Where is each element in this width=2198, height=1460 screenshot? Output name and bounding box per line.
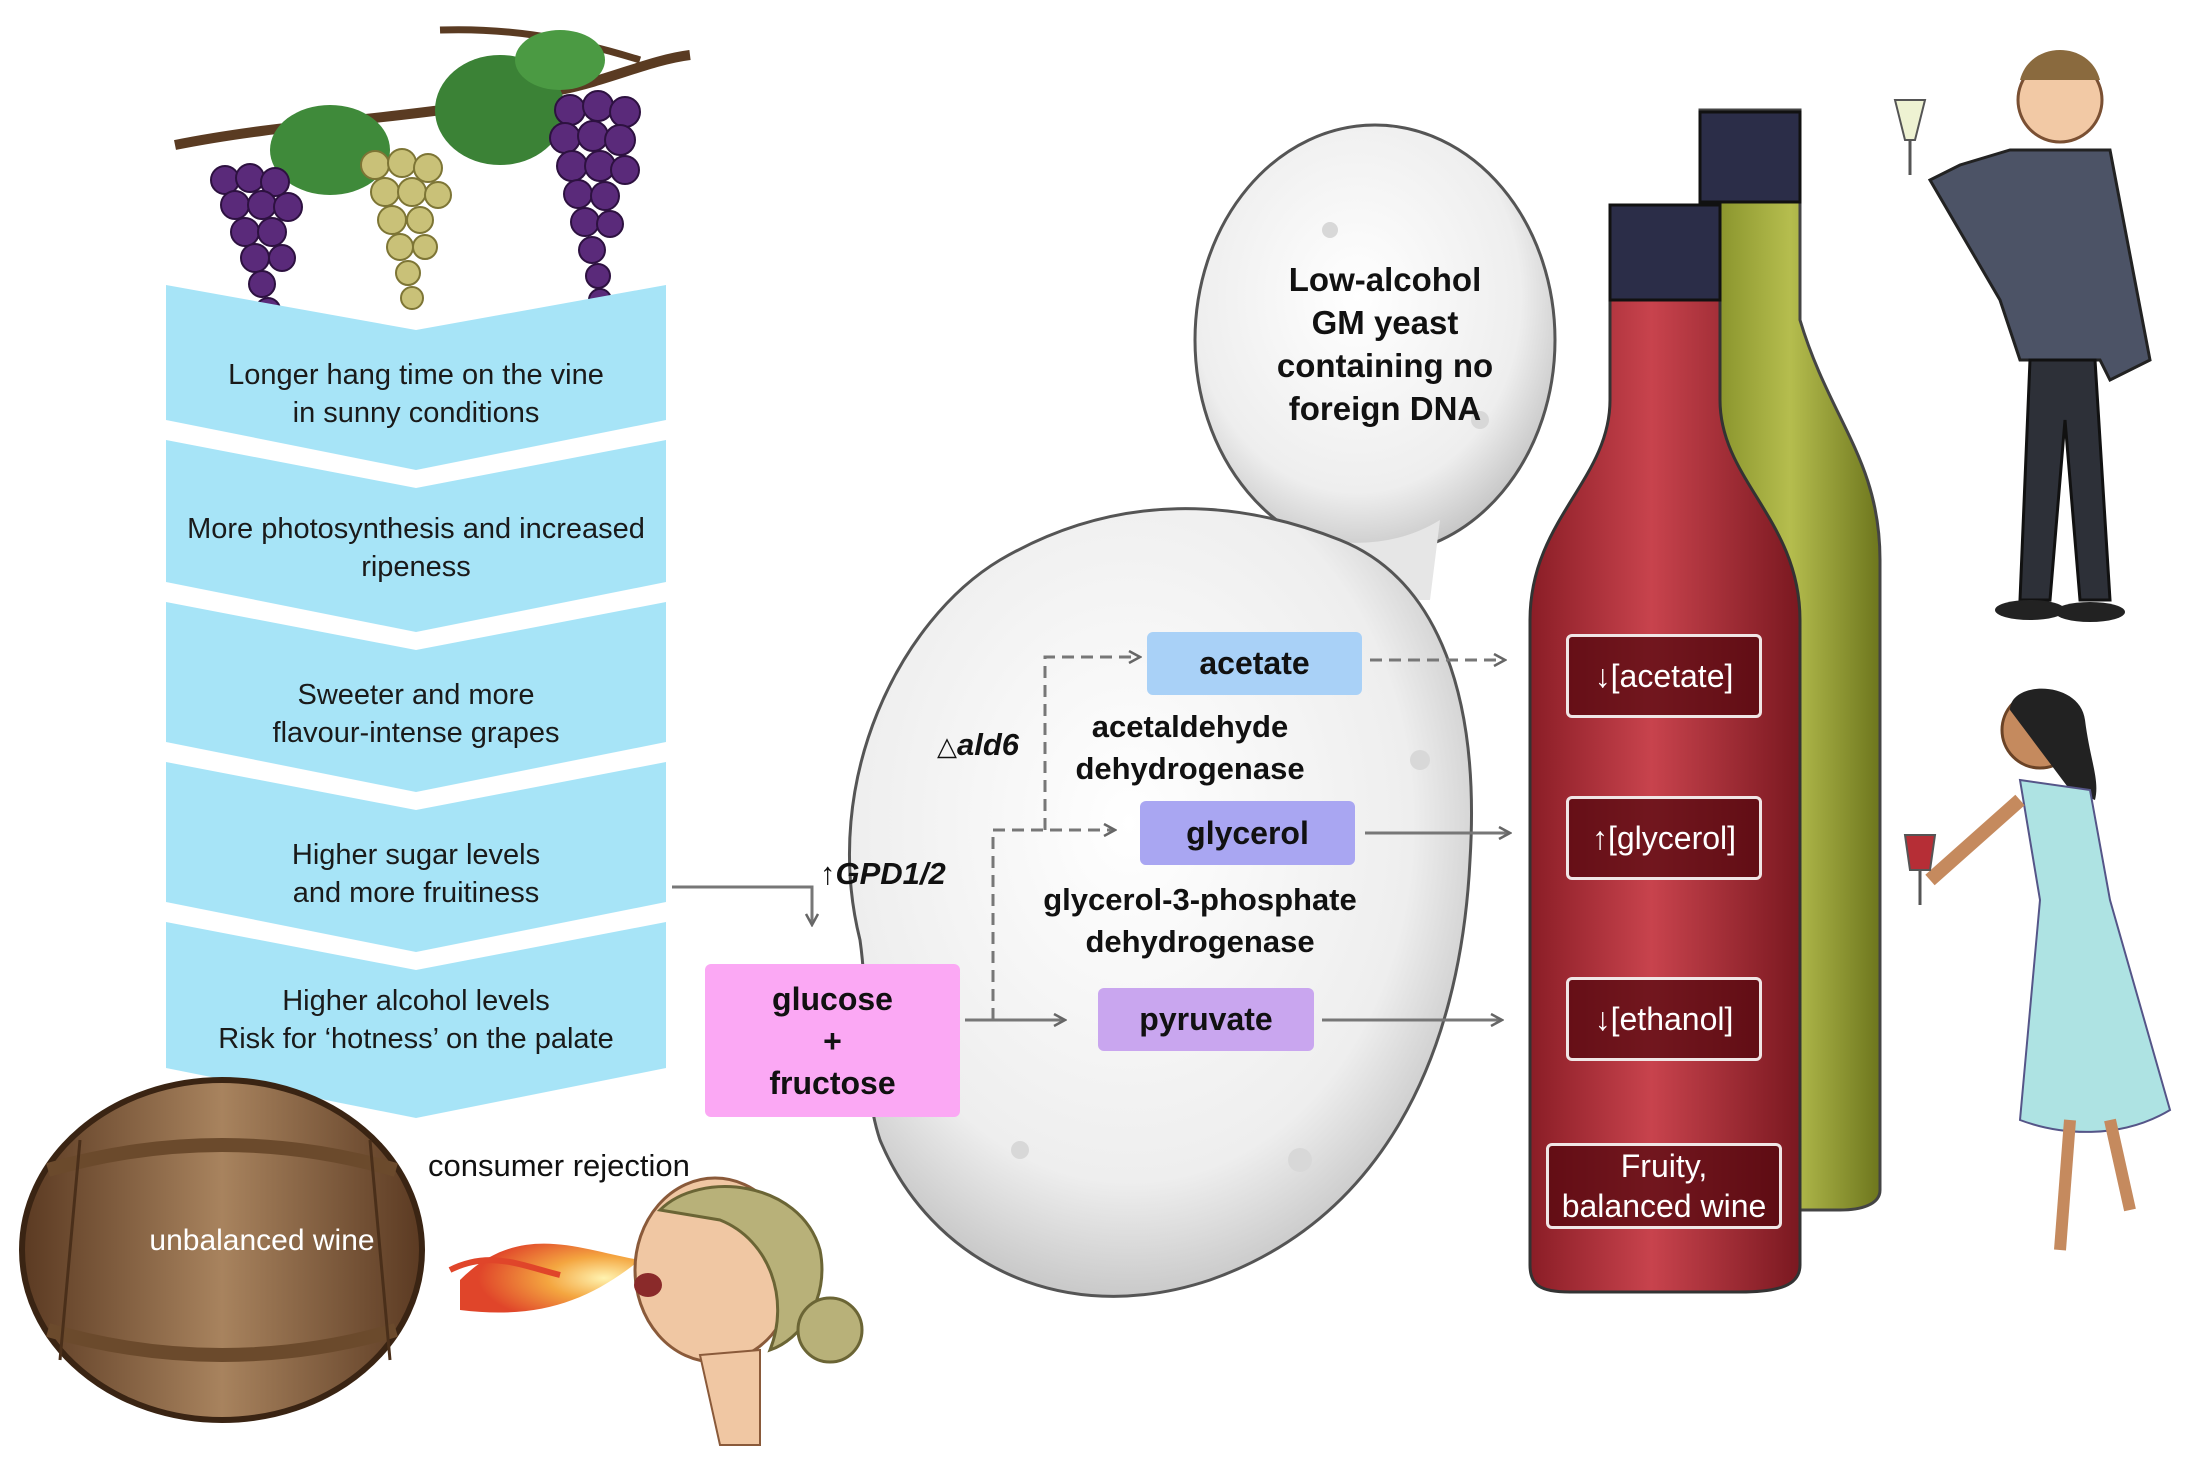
- step-4-text: Higher sugar levels and more fruitiness: [166, 836, 666, 912]
- yeast-label-line-4: foreign DNA: [1288, 390, 1482, 427]
- chevron-step-2: [166, 440, 666, 632]
- step-3-text: Sweeter and more flavour-intense grapes: [166, 676, 666, 752]
- gpd-text: GPD1/2: [835, 856, 946, 891]
- step-2-line-1: More photosynthesis and increased: [187, 513, 645, 545]
- fructose-label: fructose: [769, 1064, 896, 1101]
- yeast-label-line-3: containing no: [1276, 347, 1494, 384]
- green-grape-bunch: [360, 148, 452, 310]
- grapevine-illustration: [174, 26, 691, 323]
- flow-to-cell-arrow: [672, 885, 812, 925]
- step-1-text: Longer hang time on the vine in sunny co…: [166, 356, 666, 432]
- chevron-step-1: [166, 285, 666, 470]
- fruity-balanced-wine-label: Fruity, balanced wine: [1546, 1143, 1782, 1229]
- g3pdh-line-2: dehydrogenase: [1085, 924, 1315, 959]
- man-with-wine-glass: [1893, 50, 2152, 622]
- purple-grape-bunch-left: [210, 163, 303, 323]
- gpd-gene-label: ↑GPD1/2: [820, 856, 946, 892]
- result-line-1: Fruity,: [1620, 1148, 1708, 1184]
- step-5-text: Higher alcohol levels Risk for ‘hotness’…: [166, 982, 666, 1058]
- glucose-label: glucose: [772, 980, 893, 1017]
- step-5-line-2: Risk for ‘hotness’ on the palate: [218, 1023, 614, 1055]
- yeast-label-line-1: Low-alcohol: [1288, 261, 1482, 298]
- purple-grape-bunch-right: [549, 90, 641, 312]
- chevron-step-4: [166, 762, 666, 952]
- yeast-label-line-2: GM yeast: [1311, 304, 1459, 341]
- step-4-line-1: Higher sugar levels: [291, 839, 541, 871]
- result-line-2: balanced wine: [1561, 1188, 1767, 1224]
- step-4-line-2: and more fruitiness: [292, 877, 540, 909]
- step-5-line-1: Higher alcohol levels: [282, 985, 550, 1017]
- step-2-text: More photosynthesis and increased ripene…: [166, 510, 666, 586]
- acetaldehyde-line-2: dehydrogenase: [1075, 751, 1305, 786]
- glycerol-box: glycerol: [1140, 801, 1355, 865]
- acetate-decrease-label: ↓[acetate]: [1566, 634, 1762, 718]
- woman-with-wine-glass: [1903, 688, 2172, 1251]
- consumer-rejection-illustration: [448, 1176, 864, 1446]
- barrel-label: unbalanced wine: [149, 1224, 375, 1257]
- chevron-flow: [166, 285, 666, 1118]
- acetaldehyde-line-1: acetaldehyde: [1091, 709, 1289, 744]
- branch-to-acetate-arrow: [1043, 657, 1140, 830]
- delta-symbol: △: [937, 731, 957, 761]
- chevron-step-5: [166, 922, 666, 1118]
- step-1-line-2: in sunny conditions: [292, 397, 540, 429]
- chevron-step-3: [166, 602, 666, 792]
- ethanol-decrease-label: ↓[ethanol]: [1566, 977, 1762, 1061]
- yeast-label: Low-alcohol GM yeast containing no forei…: [1235, 258, 1535, 430]
- ald6-gene-label: △ald6: [937, 727, 1019, 763]
- yeast-cell: [847, 123, 1557, 1298]
- pyruvate-box: pyruvate: [1098, 988, 1314, 1051]
- plus-label: +: [823, 1022, 842, 1059]
- glycerol-increase-label: ↑[glycerol]: [1566, 796, 1762, 880]
- step-3-line-2: flavour-intense grapes: [272, 717, 560, 749]
- step-2-line-2: ripeness: [361, 551, 471, 583]
- acetaldehyde-dehydrogenase-label: acetaldehyde dehydrogenase: [1040, 706, 1340, 790]
- acetate-box: acetate: [1147, 632, 1362, 695]
- substrate-to-glycerol-arrow: [991, 830, 1115, 1020]
- glucose-fructose-box: glucose + fructose: [705, 964, 960, 1117]
- barrel-illustration: [19, 1077, 425, 1423]
- up-arrow-symbol: ↑: [820, 856, 836, 891]
- glycerol-3-phosphate-dehydrogenase-label: glycerol-3-phosphate dehydrogenase: [1010, 879, 1390, 963]
- ald6-text: ald6: [957, 727, 1020, 762]
- step-1-line-1: Longer hang time on the vine: [228, 359, 604, 391]
- g3pdh-line-1: glycerol-3-phosphate: [1043, 882, 1357, 917]
- consumer-rejection-label: consumer rejection: [428, 1148, 690, 1183]
- step-3-line-1: Sweeter and more: [297, 679, 535, 711]
